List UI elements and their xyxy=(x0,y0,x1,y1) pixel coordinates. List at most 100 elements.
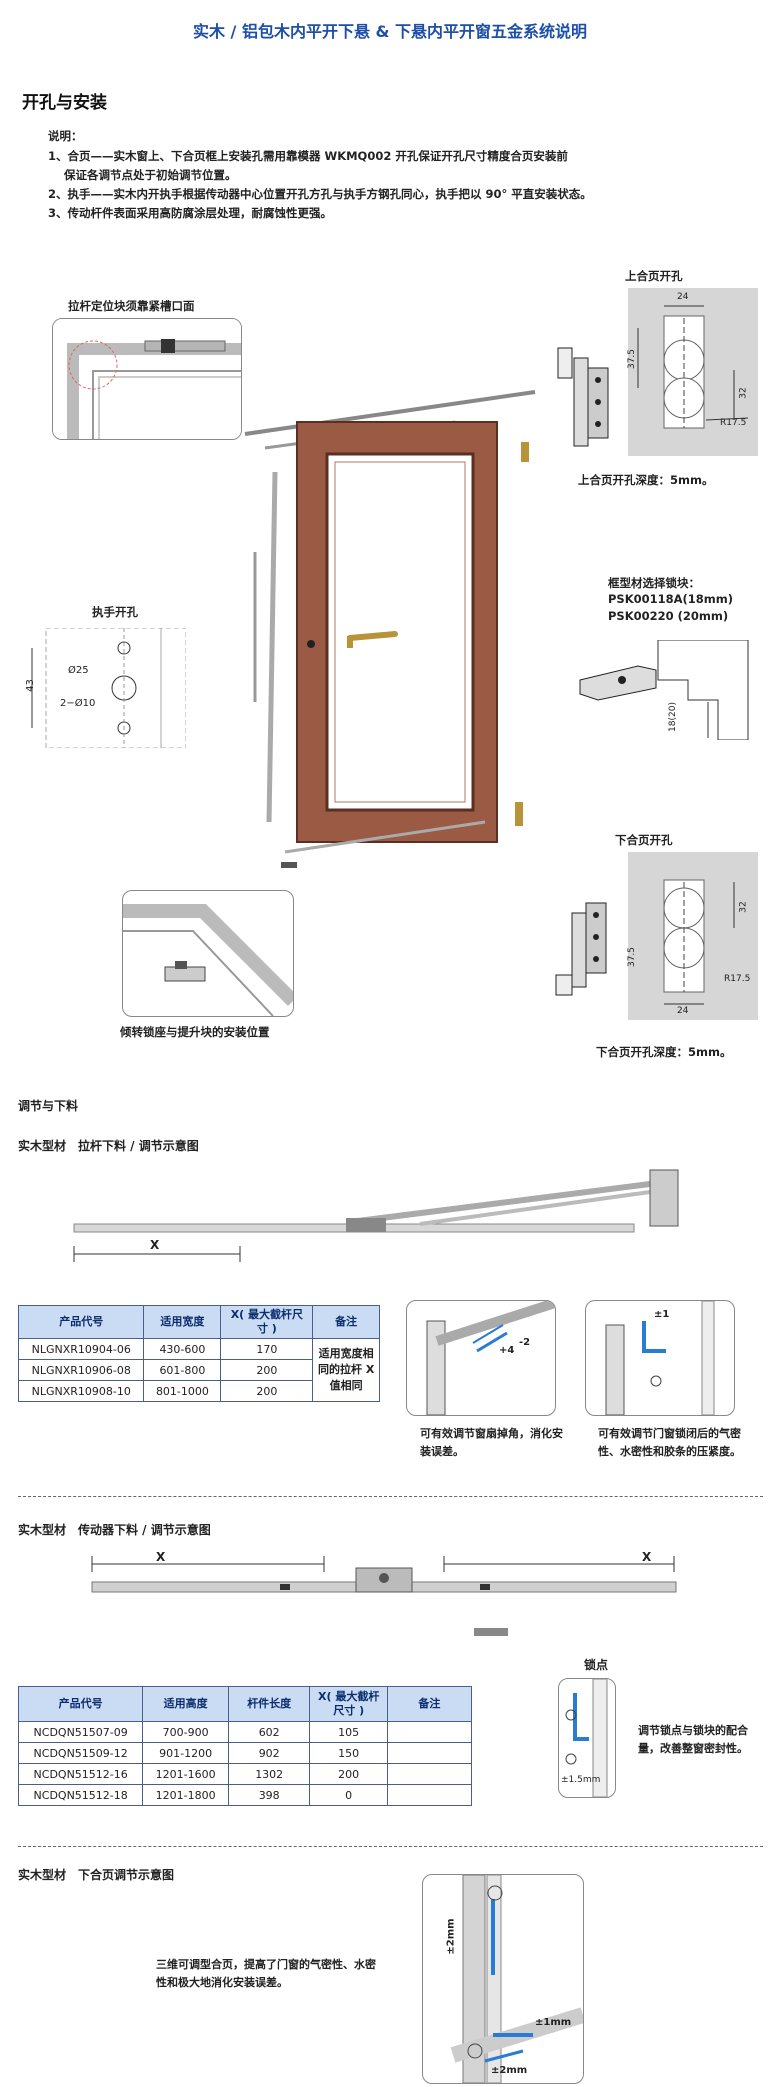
cell xyxy=(386,1784,473,1806)
cell: NCDQN51509-12 xyxy=(17,1742,144,1764)
col-header-remark: 备注 xyxy=(386,1686,473,1722)
table-row: NCDQN51512-16 1201-1600 1302 200 xyxy=(17,1763,473,1785)
cell: 150 xyxy=(309,1742,388,1764)
lower-hinge-title: 下合页开孔 xyxy=(615,833,673,847)
cell: 902 xyxy=(227,1742,311,1764)
cell: NLGNXR10906-08 xyxy=(17,1359,145,1381)
cell: 170 xyxy=(220,1338,314,1360)
transmission-drawing: X X xyxy=(84,1548,684,1648)
seal-adjust-plusminus1: ±1 xyxy=(654,1309,670,1320)
tie-rod-drawing: X xyxy=(50,1162,690,1272)
lock-dim-18-20: 18(20) xyxy=(667,702,678,732)
col-header-x: X( 最大截杆尺寸 ) xyxy=(220,1305,314,1339)
cell: 901-1200 xyxy=(142,1742,229,1764)
cell: 430-600 xyxy=(143,1338,222,1360)
cell: NCDQN51507-09 xyxy=(17,1721,144,1743)
lower-hinge-adjust-figure: ±2mm ±1mm ±2mm xyxy=(422,1874,584,2084)
lock-block-item-2: PSK00220 (20mm) xyxy=(608,609,729,623)
remark-cell: 适用宽度相同的拉杆 X 值相同 xyxy=(312,1338,380,1402)
cell: NLGNXR10904-06 xyxy=(17,1338,145,1360)
table-header-row: 产品代号 适用宽度 X( 最大截杆尺寸 ) 备注 xyxy=(17,1305,380,1339)
lower-dim-32: 32 xyxy=(738,901,749,913)
transmission-x-right: X xyxy=(642,1550,652,1564)
note-line-1: 1、合页——实木窗上、下合页框上安装孔需用靠模器 WKMQ002 开孔保证开孔尺… xyxy=(48,149,568,163)
cell: 200 xyxy=(220,1380,314,1402)
cell: NCDQN51512-16 xyxy=(17,1763,144,1785)
cell: 0 xyxy=(309,1784,388,1806)
upper-hinge-part xyxy=(552,340,612,450)
handle-dim-25: Ø25 xyxy=(68,665,89,676)
page-title: 实木 / 铝包木内平开下悬 & 下悬内平开窗五金系统说明 xyxy=(192,22,588,41)
tie-rod-spec-table: 产品代号 适用宽度 X( 最大截杆尺寸 ) 备注 NLGNXR10904-06 … xyxy=(17,1305,380,1402)
col-header-height: 适用高度 xyxy=(142,1686,229,1722)
lower-hinge-adjust-caption: 三维可调型合页，提高了门窗的气密性、水密性和极大地消化安装误差。 xyxy=(156,1958,376,1989)
cell: NLGNXR10908-10 xyxy=(17,1380,145,1402)
table-row: NLGNXR10904-06 430-600 170 适用宽度相同的拉杆 X 值… xyxy=(17,1338,380,1402)
lock-block-item-1: PSK00118A(18mm) xyxy=(608,592,734,606)
cell: 1201-1600 xyxy=(142,1763,229,1785)
sub-heading-lower-hinge: 实木型材 下合页调节示意图 xyxy=(18,1868,175,1882)
col-header-remark: 备注 xyxy=(312,1305,380,1339)
hinge-adjust-depth: ±2mm xyxy=(491,2065,528,2076)
col-header-x: X( 最大截杆尺寸 ) xyxy=(309,1686,388,1722)
handle-dim-43: 43 xyxy=(24,679,36,692)
notes-title: 说明： xyxy=(48,129,83,143)
lower-hinge-drawing: 32 37.5 24 R17.5 xyxy=(627,852,758,1020)
col-header-code: 产品代号 xyxy=(17,1305,145,1339)
cell: 398 xyxy=(227,1784,311,1806)
col-header-width: 适用宽度 xyxy=(143,1305,222,1339)
lower-hinge-part xyxy=(550,895,610,1005)
positioning-detail-figure xyxy=(52,318,242,440)
cell: 602 xyxy=(227,1721,311,1743)
lockpoint-caption: 调节锁点与锁块的配合量，改善整窗密封性。 xyxy=(638,1724,748,1755)
divider-2 xyxy=(18,1846,763,1847)
section-heading-installation: 开孔与安装 xyxy=(22,93,107,113)
lower-dim-24: 24 xyxy=(677,1006,689,1016)
cell xyxy=(386,1721,473,1743)
callout-positioning-label: 拉杆定位块须靠紧槽口面 xyxy=(68,299,195,313)
table-row: NLGNXR10908-10 801-1000 200 xyxy=(17,1380,380,1402)
lower-hinge-depth: 下合页开孔深度：5mm。 xyxy=(596,1045,732,1059)
cell: 801-1000 xyxy=(143,1380,222,1402)
transmission-x-left: X xyxy=(156,1550,166,1564)
cell: 200 xyxy=(220,1359,314,1381)
cell: 1201-1800 xyxy=(142,1784,229,1806)
cell: 200 xyxy=(309,1763,388,1785)
upper-hinge-drawing: 24 37.5 32 R17.5 xyxy=(627,288,758,456)
note-line-2: 2、执手——实木内开执手根据传动器中心位置开孔方孔与执手方钢孔同心，执手把以 9… xyxy=(48,187,592,201)
lock-block-title: 框型材选择锁块： xyxy=(608,576,700,590)
lower-dim-37-5: 37.5 xyxy=(627,946,638,968)
handle-hole-title: 执手开孔 xyxy=(92,605,138,619)
sub-heading-transmission: 实木型材 传动器下料 / 调节示意图 xyxy=(18,1523,211,1537)
lock-block-drawing: 18(20) xyxy=(578,639,758,741)
cell: 601-800 xyxy=(143,1359,222,1381)
sub-heading-tie-rod: 实木型材 拉杆下料 / 调节示意图 xyxy=(18,1139,199,1153)
upper-hinge-depth: 上合页开孔深度：5mm。 xyxy=(578,473,714,487)
table-row: NCDQN51507-09 700-900 602 105 xyxy=(17,1721,473,1743)
table-header-row: 产品代号 适用高度 杆件长度 X( 最大截杆尺寸 ) 备注 xyxy=(17,1686,473,1722)
corner-adjust-minus2: -2 xyxy=(519,1337,531,1348)
corner-adjust-plus4: +4 xyxy=(499,1345,515,1356)
cell: 1302 xyxy=(227,1763,311,1785)
upper-hinge-title: 上合页开孔 xyxy=(625,269,683,283)
lockpoint-tolerance: ±1.5mm xyxy=(561,1775,601,1785)
note-line-3: 3、传动杆件表面采用高防腐涂层处理，耐腐蚀性更强。 xyxy=(48,206,332,220)
lower-dim-r17-5: R17.5 xyxy=(724,974,751,984)
cell xyxy=(386,1763,473,1785)
tilt-lock-caption: 倾转锁座与提升块的安装位置 xyxy=(120,1025,270,1039)
cell: 105 xyxy=(309,1721,388,1743)
seal-adjust-caption: 可有效调节门窗锁闭后的气密性、水密性和胶条的压紧度。 xyxy=(598,1427,741,1458)
lockpoint-figure: ±1.5mm xyxy=(558,1678,616,1798)
corner-adjust-figure: +4 -2 xyxy=(406,1300,556,1416)
transmission-spec-table: 产品代号 适用高度 杆件长度 X( 最大截杆尺寸 ) 备注 NCDQN51507… xyxy=(17,1686,473,1806)
seal-adjust-figure: ±1 xyxy=(585,1300,735,1416)
upper-dim-r17-5: R17.5 xyxy=(720,418,747,428)
handle-dim-10: 2−Ø10 xyxy=(60,698,96,709)
table-row: NCDQN51509-12 901-1200 902 150 xyxy=(17,1742,473,1764)
hinge-adjust-vertical: ±2mm xyxy=(445,1918,457,1955)
col-header-code: 产品代号 xyxy=(17,1686,144,1722)
upper-dim-37-5: 37.5 xyxy=(627,348,638,370)
corner-adjust-caption: 可有效调节窗扇掉角，消化安装误差。 xyxy=(420,1427,563,1458)
col-header-rod-length: 杆件长度 xyxy=(227,1686,311,1722)
cell: 700-900 xyxy=(142,1721,229,1743)
